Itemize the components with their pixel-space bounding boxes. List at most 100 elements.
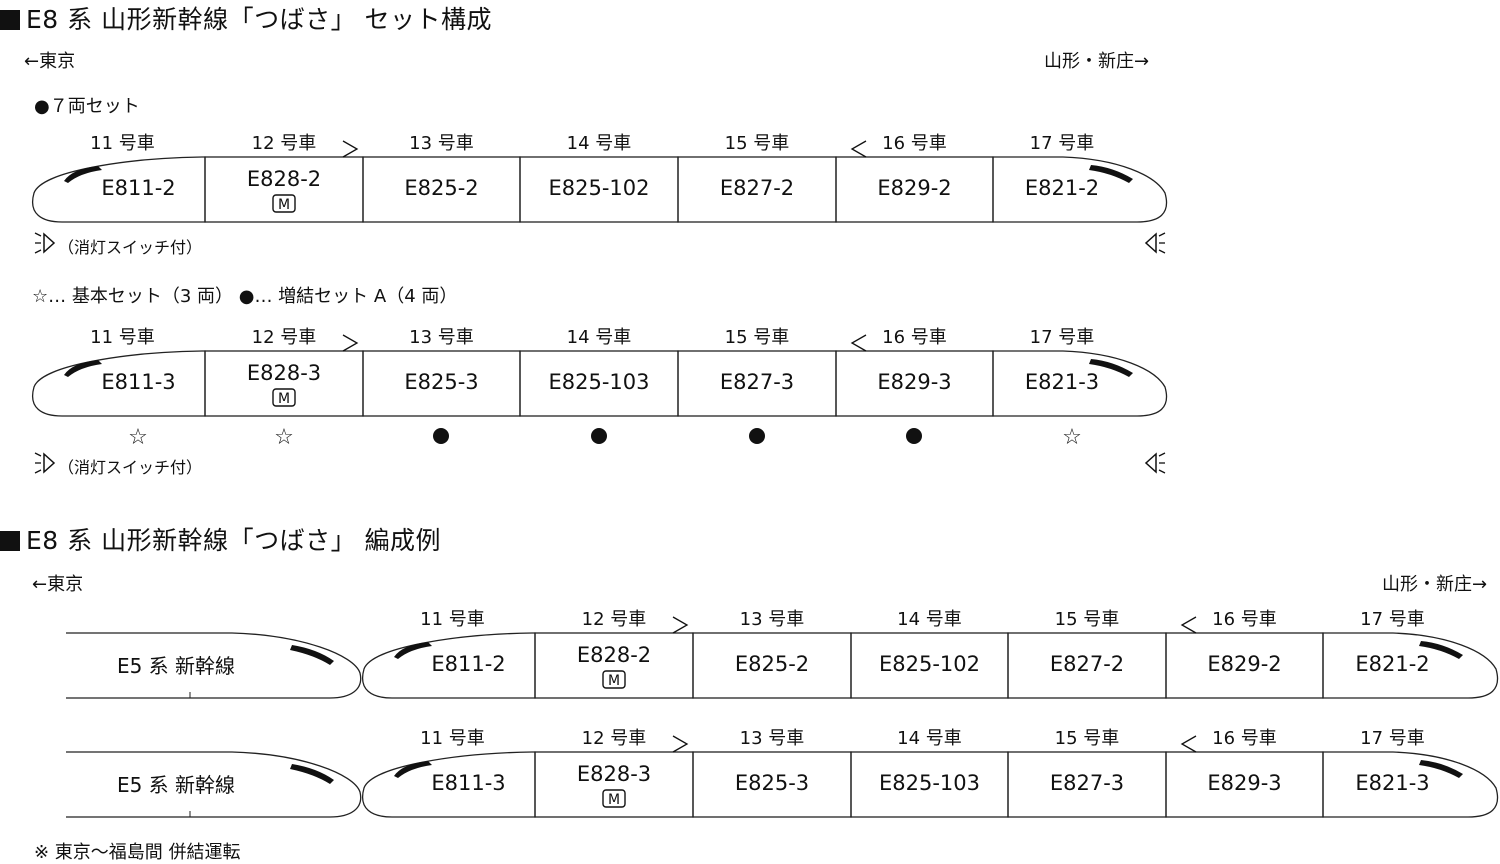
motor-badge-letter: M [608, 792, 620, 808]
car-number: E825-2 [404, 176, 478, 200]
car-label: 11 号車 [90, 327, 155, 348]
car-number: E811-2 [101, 176, 175, 200]
headlight-ray [34, 249, 42, 254]
taillight-icon [1144, 452, 1166, 474]
car-label: 15 号車 [725, 327, 790, 348]
car-number: E811-2 [431, 652, 505, 676]
square-bullet-icon [0, 531, 20, 551]
headlight-switch-note-2: （消灯スイッチ付） [58, 458, 203, 477]
car-number: E825-2 [735, 652, 809, 676]
car-label: 12 号車 [582, 609, 647, 630]
car-label: 16 号車 [1212, 728, 1277, 749]
car-number: E825-103 [879, 771, 980, 795]
headlight-lamp [43, 232, 56, 254]
car-label: 17 号車 [1360, 728, 1425, 749]
car-label: 12 号車 [582, 728, 647, 749]
tail-car-window [1419, 760, 1463, 778]
taillight-icon [1144, 232, 1166, 254]
basic-set-mark: ☆ [1062, 425, 1082, 450]
direction-yamagata-2: 山形・新庄→ [1382, 574, 1488, 595]
e5-label: E5 系 新幹線 [117, 654, 235, 678]
car-label: 14 号車 [897, 728, 962, 749]
motor-badge-letter: M [278, 197, 290, 213]
tail-car-body [1322, 751, 1499, 818]
headlight-switch-note: （消灯スイッチ付） [58, 238, 203, 257]
car-label: 15 号車 [725, 133, 790, 154]
car-number: E825-3 [735, 771, 809, 795]
car-number: E829-2 [877, 176, 951, 200]
motor-badge-frame [272, 388, 296, 407]
e5-window [290, 764, 334, 784]
headlight-ray [34, 452, 42, 457]
car-number: E829-3 [877, 370, 951, 394]
car-number: E827-3 [720, 370, 794, 394]
lead-car-body [32, 350, 206, 417]
pantograph-left-icon [850, 140, 867, 158]
lead-car-body [362, 751, 536, 818]
car-label: 15 号車 [1055, 728, 1120, 749]
lead-car-window [64, 166, 102, 183]
car-label: 11 号車 [90, 133, 155, 154]
headlight-ray [34, 469, 42, 474]
motor-badge-frame [602, 789, 626, 808]
motor-badge-letter: M [608, 673, 620, 689]
car-label: 14 号車 [567, 133, 632, 154]
car-number: E825-103 [548, 370, 649, 394]
seven-car-set-label: ●７両セット [34, 96, 140, 117]
lead-car-body [362, 632, 536, 699]
car-number: E829-3 [1207, 771, 1281, 795]
car-label: 15 号車 [1055, 609, 1120, 630]
car-label: 14 号車 [897, 609, 962, 630]
tail-car-window [1089, 359, 1133, 377]
car-label: 12 号車 [252, 327, 317, 348]
pantograph-left-icon [1180, 735, 1197, 753]
motor-badge-icon: M [272, 388, 296, 407]
headlight-ray [34, 232, 42, 237]
pantograph-right-icon [342, 334, 359, 352]
car-number: E827-2 [720, 176, 794, 200]
car-number: E821-3 [1355, 771, 1429, 795]
add-on-set-mark [749, 428, 765, 444]
car-number: E828-2 [577, 643, 651, 667]
square-bullet-icon [0, 10, 20, 30]
tail-car-window [1089, 165, 1133, 183]
taillight-lamp [1144, 452, 1157, 474]
lead-car-window [394, 642, 432, 659]
pantograph-left-icon [850, 334, 867, 352]
pantograph-right-icon [342, 140, 359, 158]
e5-train: E5 系 新幹線 [66, 751, 362, 818]
car-label: 13 号車 [740, 609, 805, 630]
car-number: E821-2 [1025, 176, 1099, 200]
car-label: 16 号車 [882, 133, 947, 154]
add-on-set-mark [906, 428, 922, 444]
section2-title: E8 系 山形新幹線「つばさ」 編成例 [0, 521, 441, 557]
pantograph-left-icon [1180, 616, 1197, 634]
direction-tokyo: ←東京 [24, 51, 76, 72]
car-number: E825-3 [404, 370, 478, 394]
taillight-ray [1158, 452, 1166, 457]
car-number: E821-2 [1355, 652, 1429, 676]
motor-badge-icon: M [272, 194, 296, 213]
car-label: 13 号車 [409, 327, 474, 348]
car-number: E827-2 [1050, 652, 1124, 676]
set-legend: ☆… 基本セット（3 両） ●… 増結セット A（4 両） [32, 286, 458, 307]
headlight-icon [34, 232, 56, 254]
car-number: E829-2 [1207, 652, 1281, 676]
pantograph-right-icon [672, 735, 689, 753]
car-label: 13 号車 [740, 728, 805, 749]
car-number: E811-3 [431, 771, 505, 795]
car-number: E828-3 [247, 361, 321, 385]
add-on-set-mark [591, 428, 607, 444]
car-label: 14 号車 [567, 327, 632, 348]
car-label: 11 号車 [420, 609, 485, 630]
direction-tokyo-2: ←東京 [32, 574, 84, 595]
car-label: 17 号車 [1360, 609, 1425, 630]
motor-badge-icon: M [602, 670, 626, 689]
tail-car-body [992, 156, 1168, 223]
e5-car-body [66, 751, 362, 818]
car-number: E825-102 [548, 176, 649, 200]
motor-badge-icon: M [602, 789, 626, 808]
